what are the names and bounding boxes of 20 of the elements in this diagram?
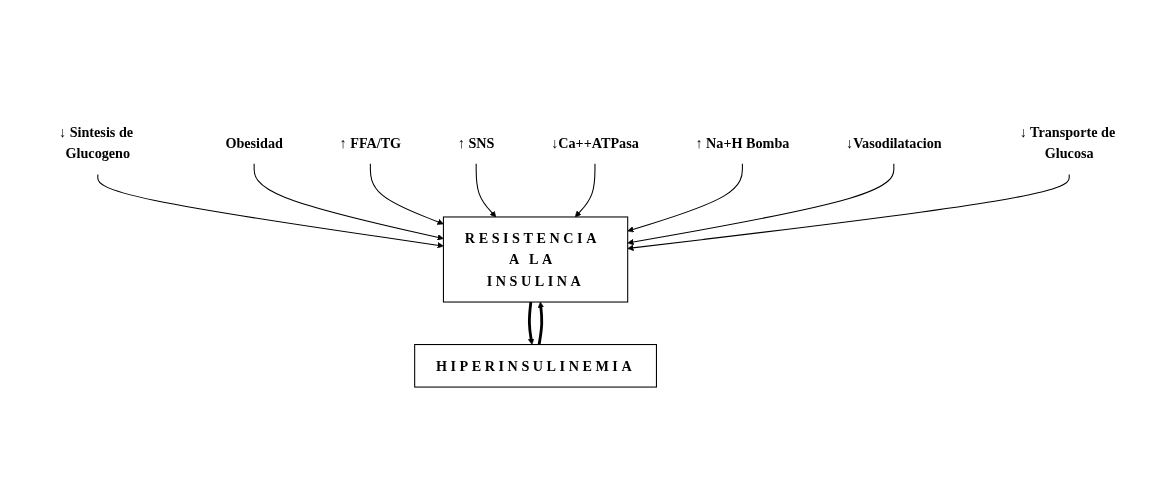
arrow — [574, 162, 596, 217]
node-box: RESISTENCIA A LA INSULINA — [442, 216, 629, 303]
arrow — [527, 301, 535, 345]
arrow — [627, 162, 895, 245]
node-text: ↑ FFA/TG — [339, 134, 402, 150]
node-text: Obesidad — [225, 134, 283, 150]
arrow — [627, 173, 1070, 251]
arrow — [369, 162, 444, 225]
node-text: ↓Vasodilatacion — [846, 134, 942, 150]
node-text: ↑ Na+H Bomba — [695, 134, 790, 150]
arrow — [97, 173, 444, 248]
arrow — [627, 162, 743, 233]
node-text: ↓ Transporte de Glucosa — [1019, 123, 1116, 161]
node-text: ↓Ca++ATPasa — [551, 134, 639, 150]
arrow — [475, 162, 497, 217]
arrow — [537, 301, 544, 345]
arrow — [253, 162, 444, 241]
node-text: ↓ Sintesis de Glucogeno — [59, 123, 134, 161]
node-box: HIPERINSULINEMIA — [414, 343, 657, 388]
node-text: ↑ SNS — [457, 134, 495, 150]
